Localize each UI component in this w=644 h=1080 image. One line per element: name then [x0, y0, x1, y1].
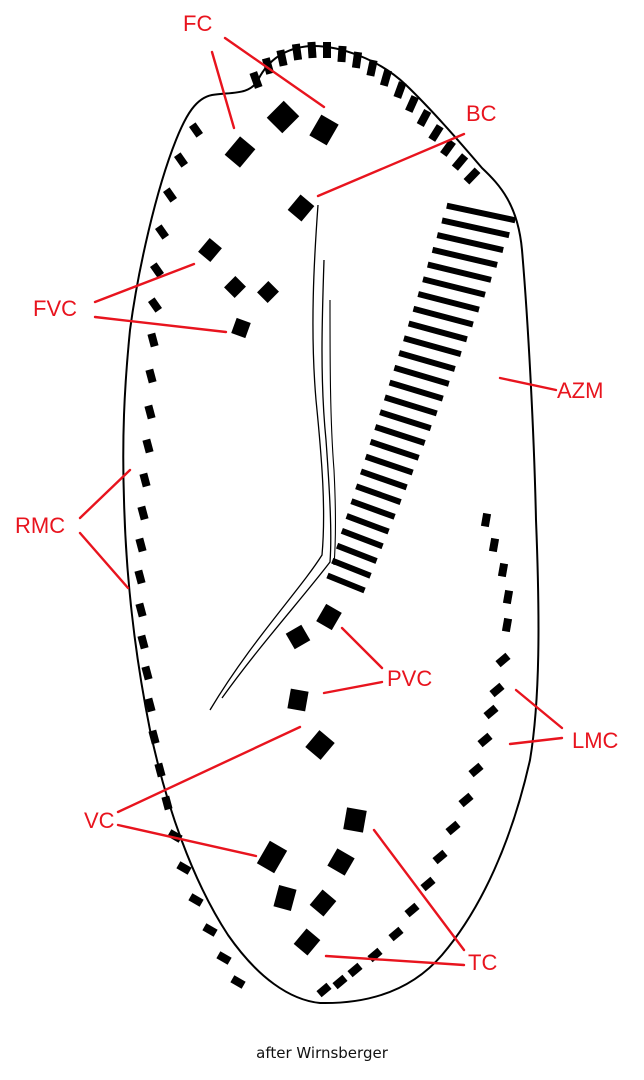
right-marginal-cirrus — [141, 666, 152, 681]
left-marginal-cirrus — [489, 538, 499, 552]
right-marginal-cirrus — [161, 796, 172, 811]
right-marginal-cirrus — [176, 861, 191, 874]
left-marginal-cirrus — [477, 733, 492, 747]
adoral-membranelle — [428, 124, 443, 142]
frontoventral-cirrus — [257, 281, 279, 303]
label-lmc: LMC — [572, 728, 619, 753]
label-fvc: FVC — [33, 296, 77, 321]
left-marginal-cirrus — [502, 618, 512, 632]
adoral-membranelle — [360, 469, 408, 491]
left-marginal-cirrus — [483, 705, 498, 719]
adoral-membranelle — [331, 558, 372, 579]
adoral-membranelle — [346, 513, 390, 534]
frontal-cirrus — [225, 136, 256, 167]
left-marginal-cirrus — [432, 850, 447, 864]
ventral-cirrus — [273, 885, 296, 911]
postoral-cirrus — [286, 625, 311, 650]
adoral-membranelle — [307, 42, 316, 59]
transverse-cirrus — [327, 848, 354, 875]
postoral-cirrus — [316, 604, 342, 630]
left-marginal-cirrus — [458, 793, 473, 807]
right-marginal-cirrus — [174, 152, 188, 167]
right-marginal-cirrus — [216, 951, 231, 964]
left-marginal-cirrus — [489, 683, 504, 697]
postoral-cirrus — [287, 689, 308, 712]
adoral-membranelle — [292, 44, 302, 61]
right-marginal-cirrus — [142, 439, 153, 454]
adoral-membranelle — [417, 109, 432, 127]
right-marginal-cirrus — [139, 473, 150, 488]
right-marginal-cirrus — [134, 570, 145, 585]
caption: after Wirnsberger — [0, 1044, 644, 1062]
frontoventral-cirrus — [224, 276, 246, 298]
right-marginal-cirrus — [230, 975, 245, 988]
adoral-membranelle — [405, 95, 419, 113]
adoral-membranelle — [441, 217, 509, 238]
left-marginal-cirrus — [498, 563, 508, 577]
right-marginal-cirrus — [155, 224, 169, 239]
adoral-membranelle — [337, 46, 346, 63]
left-marginal-cirrus — [404, 903, 419, 917]
left-marginal-cirrus — [468, 763, 483, 777]
adoral-membranelle — [326, 573, 365, 594]
left-marginal-cirrus — [495, 653, 510, 667]
adoral-membranelle — [394, 81, 407, 99]
adoral-membranelle — [437, 232, 504, 253]
right-marginal-cirrus — [145, 369, 156, 384]
frontal-cirrus — [309, 115, 338, 146]
adoral-membranelle — [336, 543, 378, 564]
label-bc: BC — [466, 101, 497, 126]
frontal-cirrus — [267, 101, 300, 134]
label-vc: VC — [84, 808, 115, 833]
left-marginal-cirrus — [481, 513, 491, 527]
transverse-cirrus — [343, 807, 367, 832]
transverse-cirrus — [294, 929, 321, 956]
right-marginal-cirrus — [163, 187, 177, 202]
right-marginal-cirrus — [137, 506, 148, 521]
buccal-cirrus — [288, 195, 315, 222]
transverse-cirrus — [310, 890, 337, 917]
frontoventral-cirrus — [231, 318, 251, 338]
left-marginal-cirrus — [388, 927, 403, 941]
right-marginal-cirrus — [202, 923, 217, 936]
left-marginal-cirrus — [445, 821, 460, 835]
left-marginal-cirrus — [420, 877, 435, 891]
right-marginal-cirrus — [189, 122, 203, 137]
label-azm: AZM — [557, 378, 603, 403]
left-marginal-cirrus — [332, 975, 347, 989]
ventral-cirrus — [257, 841, 287, 874]
ventral-cirrus — [305, 730, 334, 760]
right-marginal-cirrus — [188, 893, 203, 906]
right-marginal-cirrus — [147, 333, 158, 348]
adoral-membranelle — [366, 59, 377, 76]
adoral-membranelle — [341, 528, 384, 549]
label-pvc: PVC — [387, 666, 432, 691]
frontoventral-cirrus — [198, 238, 222, 262]
adoral-membranelle — [355, 483, 401, 504]
right-marginal-cirrus — [137, 635, 148, 650]
adoral-membranelle — [432, 247, 498, 268]
adoral-membranelle — [350, 498, 395, 519]
adoral-membranelle — [464, 167, 481, 184]
right-marginal-cirrus — [144, 405, 155, 420]
left-marginal-cirrus — [316, 983, 331, 997]
adoral-membranelle — [446, 203, 516, 223]
right-marginal-cirrus — [135, 538, 146, 553]
label-tc: TC — [468, 950, 497, 975]
left-marginal-cirrus — [503, 590, 513, 604]
label-fc: FC — [183, 11, 212, 36]
label-rmc: RMC — [15, 513, 65, 538]
adoral-membranelle — [323, 42, 331, 58]
adoral-membranelle — [452, 153, 468, 170]
right-marginal-cirrus — [154, 763, 165, 778]
right-marginal-cirrus — [148, 730, 159, 745]
right-marginal-cirrus — [135, 603, 146, 618]
adoral-membranelle — [380, 69, 392, 87]
right-marginal-cirrus — [148, 297, 162, 312]
left-marginal-cirrus — [347, 963, 362, 977]
